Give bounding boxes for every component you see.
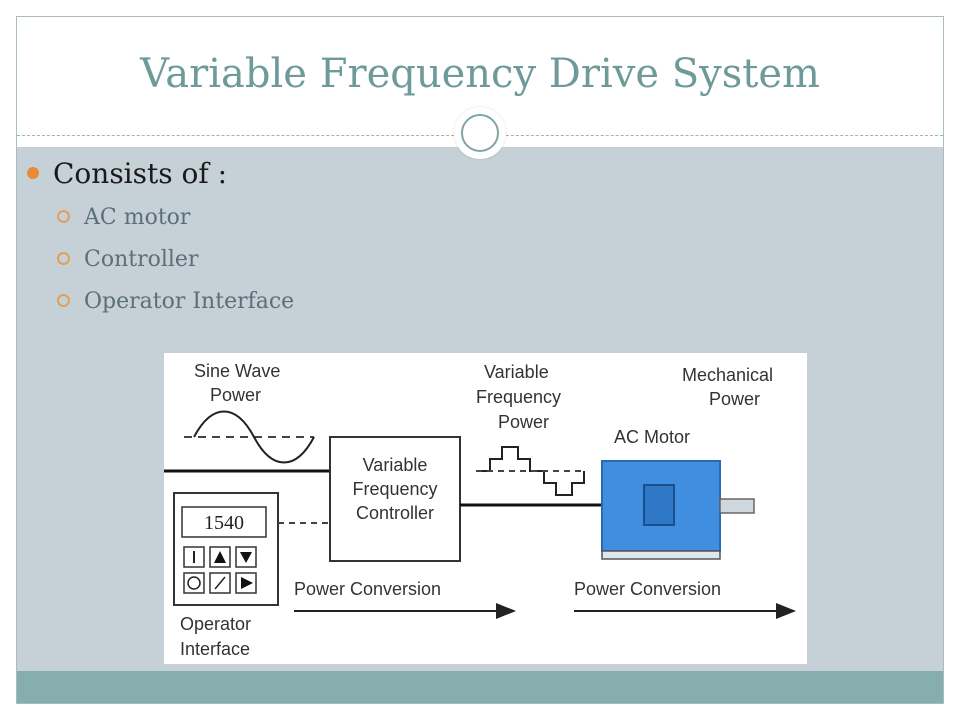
- conversion-left-label: Power Conversion: [294, 579, 441, 599]
- controller-label-2: Frequency: [352, 479, 437, 499]
- sine-wave-icon: [193, 410, 315, 464]
- sub-item: Controller: [57, 247, 294, 289]
- vf-power-label-2: Frequency: [476, 387, 561, 407]
- footer-bar: [17, 671, 943, 703]
- motor-base: [601, 550, 721, 560]
- vf-power-label-3: Power: [498, 412, 549, 432]
- operator-label-1: Operator: [180, 614, 251, 634]
- circle-ornament-icon: [454, 107, 506, 159]
- sine-label-1: Sine Wave: [194, 361, 280, 381]
- main-bullet: Consists of :: [27, 157, 227, 190]
- mech-label-2: Power: [709, 389, 760, 409]
- sub-item: Operator Interface: [57, 289, 294, 331]
- motor-shaft: [719, 498, 755, 514]
- sine-label-2: Power: [210, 385, 261, 405]
- panel-display: [181, 506, 267, 538]
- controller-box: [329, 436, 461, 562]
- controller-label-1: Variable: [363, 455, 428, 475]
- sub-bullet-icon: [57, 251, 70, 265]
- main-bullet-text: Consists of :: [53, 157, 228, 190]
- slide-title: Variable Frequency Drive System: [140, 51, 820, 97]
- sub-item: AC motor: [57, 205, 294, 247]
- vfd-diagram: Sine Wave Power Variable Frequency Power…: [164, 353, 807, 664]
- btn-circle-icon: [183, 572, 205, 594]
- slide-frame: Variable Frequency Drive System Consists…: [16, 16, 944, 704]
- vf-power-label-1: Variable: [484, 362, 549, 382]
- vfd-diagram-svg: Sine Wave Power Variable Frequency Power…: [164, 361, 796, 659]
- conversion-right-label: Power Conversion: [574, 579, 721, 599]
- vf-waveform-icon: [476, 446, 585, 496]
- motor-label: AC Motor: [614, 427, 690, 447]
- motor-rotor: [643, 484, 675, 526]
- controller-label-3: Controller: [356, 503, 434, 523]
- display-value: 1540: [204, 512, 244, 534]
- operator-label-2: Interface: [180, 639, 250, 659]
- sub-bullet-icon: [57, 209, 70, 223]
- bullet-dot-icon: [27, 166, 39, 179]
- mech-label-1: Mechanical: [682, 365, 773, 385]
- sub-bullet-icon: [57, 293, 70, 307]
- sub-bullet-list: AC motor Controller Operator Interface: [57, 205, 294, 331]
